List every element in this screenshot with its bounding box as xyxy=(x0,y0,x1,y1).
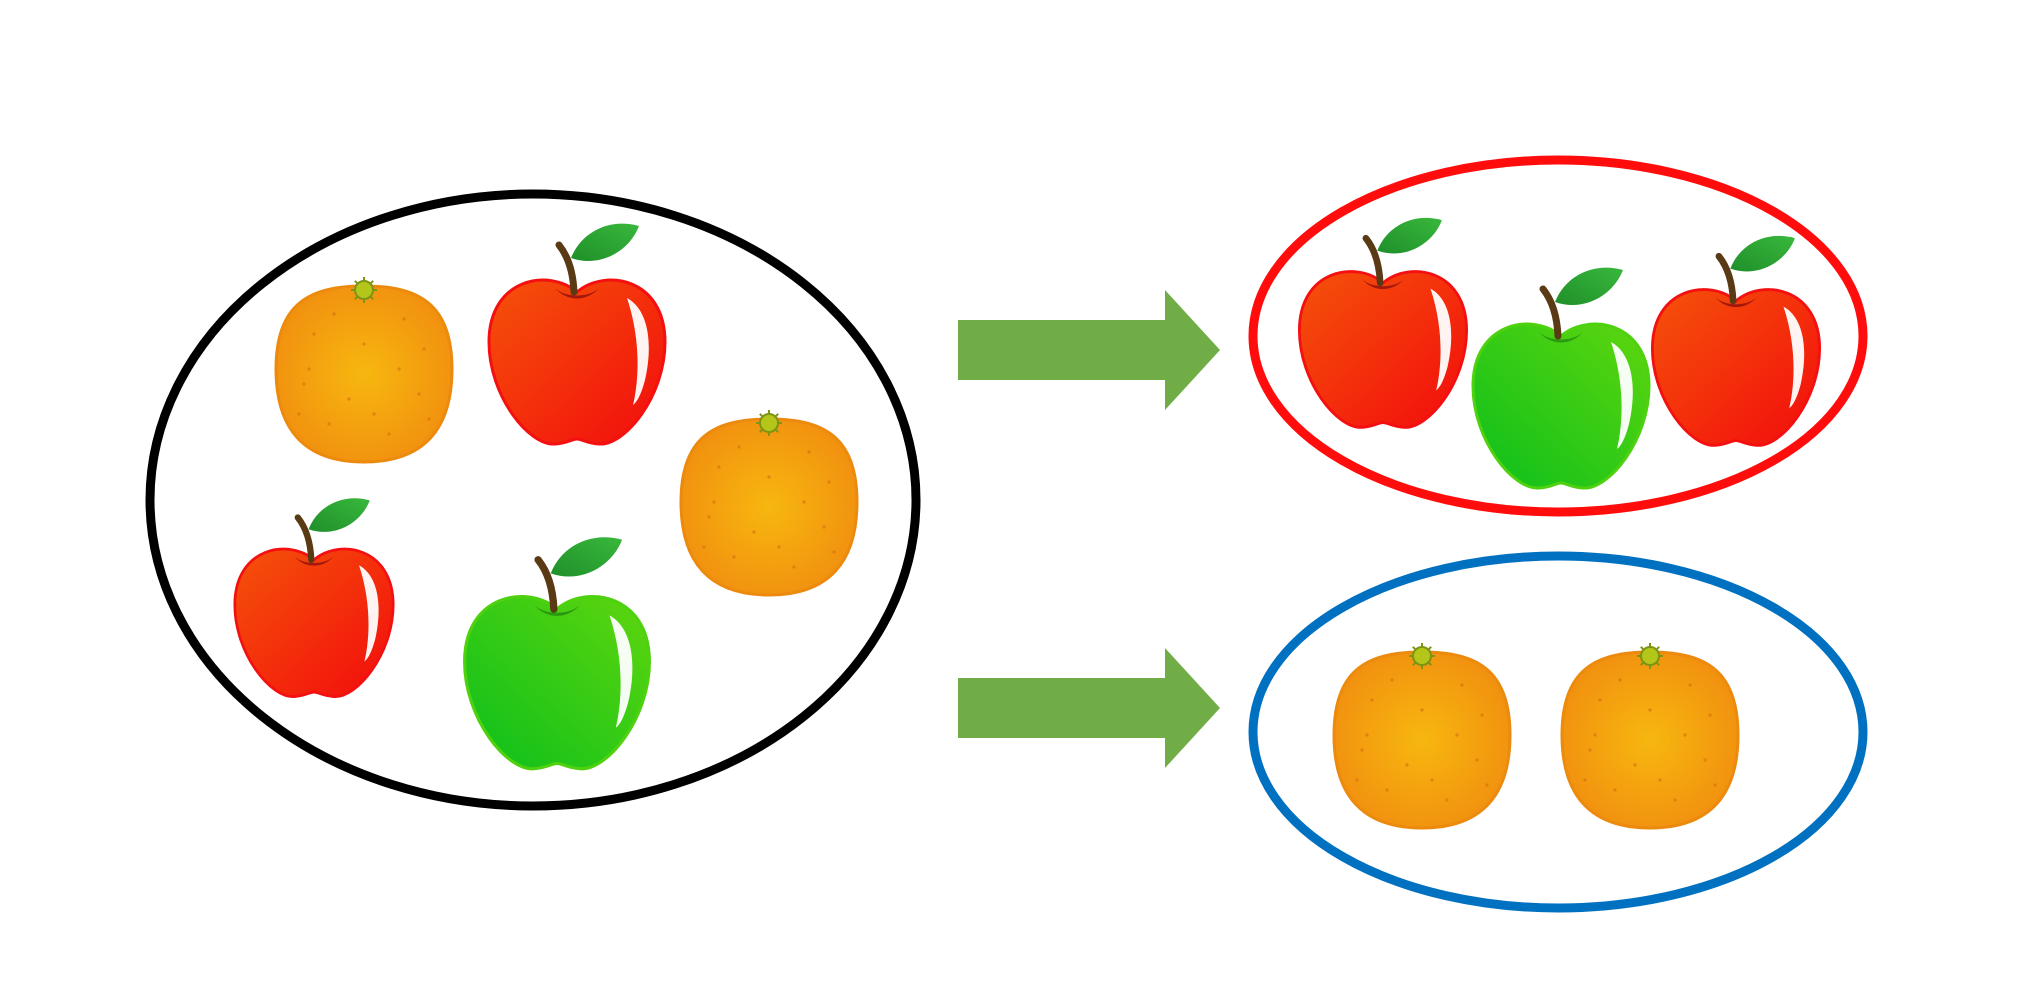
mixed-fruit-group-red-apple-2 xyxy=(487,223,667,446)
mixed-fruit-group-green-apple-5 xyxy=(463,537,651,771)
apple-group-green-apple-2 xyxy=(1471,267,1651,490)
arrow-to-orange-group xyxy=(958,648,1220,768)
orange-group-orange-1 xyxy=(1332,643,1512,830)
mixed-fruit-group-red-apple-4 xyxy=(233,498,395,698)
mixed-fruit-group-outline xyxy=(145,189,921,811)
mixed-fruit-group-orange-1 xyxy=(274,277,454,464)
arrow-to-apple-group xyxy=(958,290,1220,410)
orange-group-outline xyxy=(1248,551,1868,913)
orange-group-orange-2 xyxy=(1560,643,1740,830)
apple-group-red-apple-1 xyxy=(1297,217,1469,429)
apple-group-red-apple-3 xyxy=(1650,235,1822,447)
mixed-fruit-group-orange-3 xyxy=(679,410,859,597)
apple-group-outline xyxy=(1248,155,1868,517)
